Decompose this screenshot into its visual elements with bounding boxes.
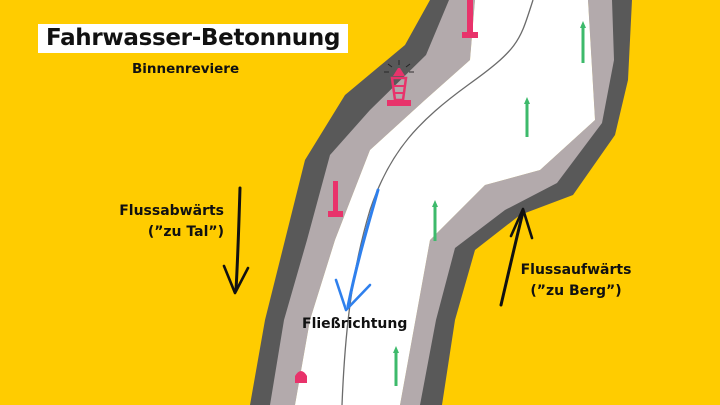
green-pole-icon (524, 97, 530, 137)
red-light-beacon-icon (384, 60, 414, 106)
green-pole-icon (580, 21, 586, 63)
upstream-arrow (499, 207, 534, 307)
downstream-arrow (222, 186, 250, 295)
downstream-label-line2: (”zu Tal”) (147, 224, 224, 240)
right-bank-light (400, 0, 614, 405)
red-can-buoy-icon (295, 371, 307, 383)
left-bank-light (270, 0, 475, 405)
upstream-label-line1: Flussaufwärts (520, 262, 632, 278)
upstream-label: Flussaufwärts (”zu Berg”) (512, 262, 640, 299)
flow-direction-arrow (334, 188, 380, 312)
green-pole-icon (393, 346, 399, 386)
downstream-label-line1: Flussabwärts (119, 203, 224, 219)
fairway-line (341, 0, 534, 405)
diagram-subtitle: Binnenreviere (132, 61, 240, 77)
downstream-label: Flussabwärts (”zu Tal”) (100, 203, 224, 240)
river-water (295, 0, 595, 405)
upstream-label-line2: (”zu Berg”) (530, 283, 622, 299)
flow-direction-label: Fließrichtung (302, 316, 408, 332)
diagram-title: Fahrwasser-Betonnung (38, 24, 349, 53)
red-spar-buoy-icon (328, 181, 343, 217)
red-spar-buoy-icon (462, 0, 478, 38)
green-pole-icon (432, 200, 438, 241)
